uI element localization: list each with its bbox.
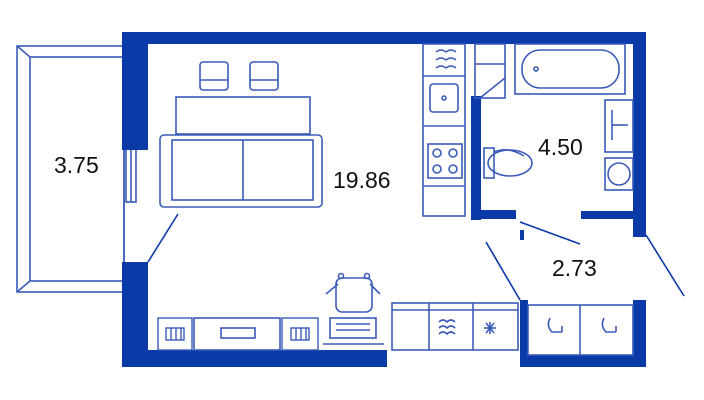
radiator-icon-2 <box>281 317 319 351</box>
bathtub-icon <box>514 43 626 95</box>
living-room-area-label: 19.86 <box>333 167 391 193</box>
hallway-cabinet <box>527 304 634 356</box>
walls <box>122 32 646 367</box>
washing-machine-icon <box>604 157 634 191</box>
desk-chair-icon <box>323 272 384 345</box>
washbasin-icon <box>604 99 634 153</box>
dining-chair-right <box>249 61 279 91</box>
bathroom-area-label: 4.50 <box>538 134 583 160</box>
tv-stand <box>193 317 281 351</box>
dining-table <box>175 96 311 135</box>
balcony-area-label: 3.75 <box>54 152 99 178</box>
toilet-icon <box>483 147 533 179</box>
hallway-area-label: 2.73 <box>552 255 597 281</box>
radiator-icon <box>157 317 193 351</box>
balcony <box>16 45 125 293</box>
sofa-icon <box>159 134 323 208</box>
dining-chair-left <box>199 61 229 91</box>
door-swings <box>147 213 685 301</box>
cabinet-icon <box>435 49 457 69</box>
sink-icon <box>429 83 459 113</box>
wardrobe-icon <box>391 302 519 351</box>
fridge-icon <box>474 43 506 99</box>
kitchen-counter <box>422 43 466 217</box>
stove-icon <box>427 143 463 179</box>
